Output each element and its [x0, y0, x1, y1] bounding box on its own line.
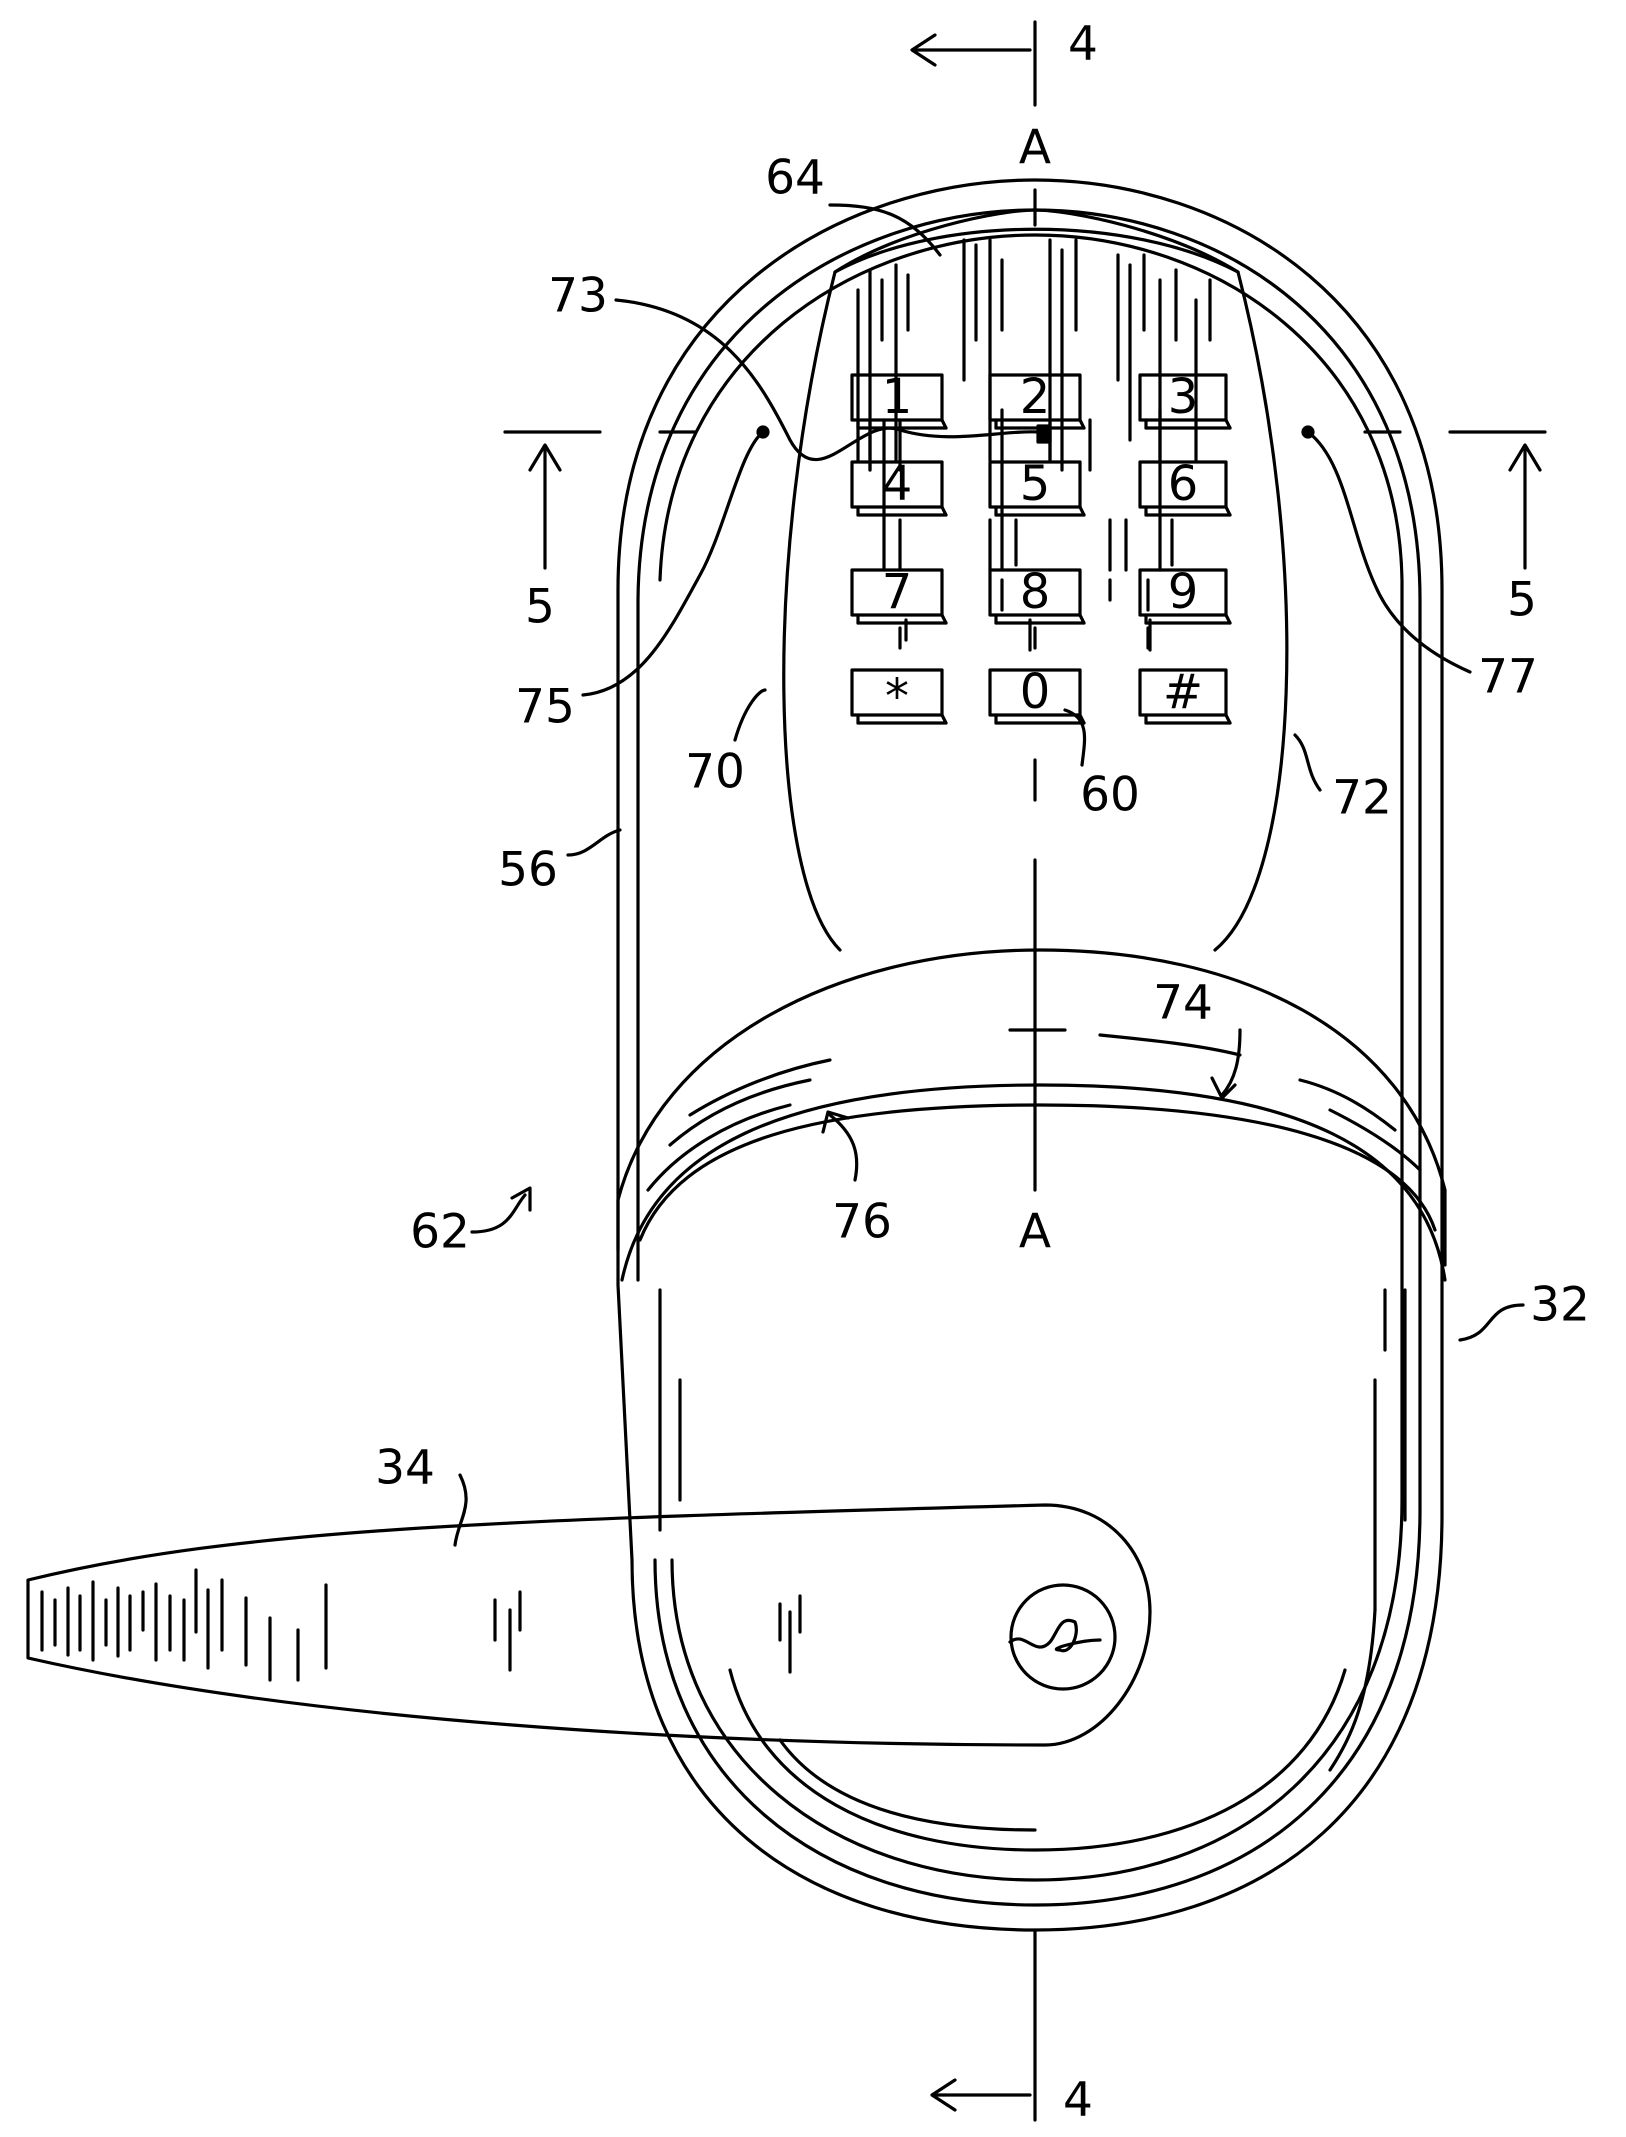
- ref-64: 64: [765, 151, 825, 206]
- leader-70: [735, 690, 765, 740]
- rose-shading-arc-6: [1100, 1035, 1240, 1055]
- ref-77: 77: [1478, 650, 1538, 705]
- ref-56: 56: [498, 843, 558, 898]
- leader-74: [1222, 1030, 1240, 1095]
- key-label-7: 7: [882, 564, 913, 620]
- housing-bottom-inner-arc: [730, 1670, 1345, 1850]
- section-number-right: 5: [1507, 573, 1537, 628]
- leader-72: [1295, 735, 1320, 790]
- leader-32: [1460, 1305, 1523, 1340]
- ref-74: 74: [1153, 976, 1213, 1031]
- key-label-star: *: [885, 669, 909, 725]
- axis-label-bottom: A: [1019, 1205, 1051, 1260]
- section-lines: [505, 22, 1545, 2120]
- reference-numerals: 64 73 75 70 60 72 77 56 74 76 62 32 34: [375, 151, 1590, 1496]
- ref-70: 70: [685, 745, 745, 800]
- ref-72: 72: [1332, 771, 1392, 826]
- key-label-9: 9: [1168, 564, 1199, 620]
- key-label-5: 5: [1020, 456, 1051, 512]
- key-label-hash: #: [1163, 664, 1203, 720]
- ref-75: 75: [515, 680, 575, 735]
- rose-ring: [472, 950, 1523, 1340]
- leader-76: [830, 1115, 857, 1180]
- rose-shading-arc-4: [1300, 1080, 1395, 1130]
- ref-32: 32: [1530, 1278, 1590, 1333]
- section-number-bottom: 4: [1063, 2073, 1093, 2128]
- key-label-6: 6: [1168, 456, 1199, 512]
- key-label-8: 8: [1020, 564, 1051, 620]
- key-cylinder-keyway: [1010, 1620, 1100, 1650]
- ref-62: 62: [410, 1205, 470, 1260]
- axis-label-top: A: [1019, 121, 1051, 176]
- rose-shading-arc: [690, 1060, 830, 1115]
- leader-34: [455, 1475, 466, 1545]
- lever-hub: [1011, 1585, 1115, 1689]
- lever-handle: [28, 1475, 1150, 1745]
- leader-77: [1308, 432, 1470, 672]
- ref-76: 76: [832, 1195, 892, 1250]
- leader-75: [583, 432, 763, 695]
- section-number-top: 4: [1068, 17, 1098, 72]
- housing-bottom-inner-arc-2: [780, 1740, 1035, 1830]
- ref-34: 34: [375, 1441, 435, 1496]
- key-label-3: 3: [1168, 369, 1199, 425]
- ref-60: 60: [1080, 768, 1140, 823]
- section-number-left: 5: [525, 580, 555, 635]
- key-label-2: 2: [1020, 369, 1051, 425]
- ref-73: 73: [548, 269, 608, 324]
- key-label-0: 0: [1020, 664, 1051, 720]
- leader-62: [472, 1195, 525, 1232]
- leader-56: [568, 830, 620, 855]
- contact-73-dot: [1038, 426, 1050, 442]
- section-labels: 4 4 5 5 A A: [525, 17, 1537, 2128]
- key-label-1: 1: [882, 369, 913, 425]
- key-label-4: 4: [882, 456, 913, 512]
